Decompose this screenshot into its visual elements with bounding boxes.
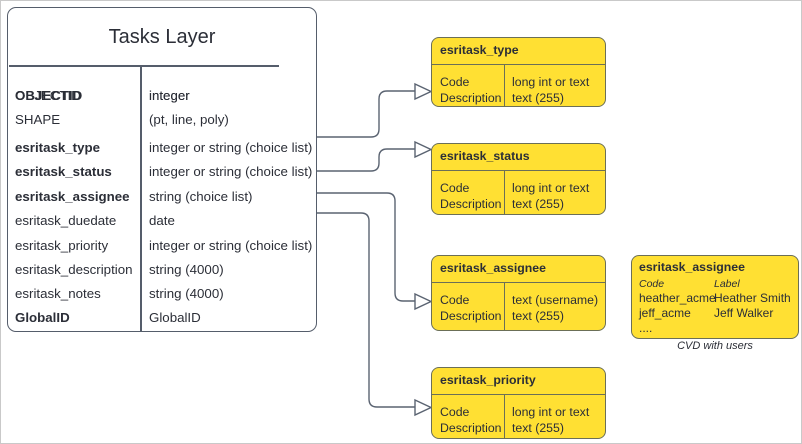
table-row-shape: SHAPE (pt, line, poly) — [8, 108, 316, 132]
domain-key: Description — [440, 197, 502, 211]
field-name: esritask_notes — [15, 286, 101, 301]
cvd-caption: CVD with users — [677, 340, 753, 352]
domain-value: text (username) — [512, 293, 599, 307]
domain-values: text (username) text (255) — [512, 292, 598, 324]
header-divider — [9, 65, 279, 67]
field-type: integer or string (choice list) — [149, 238, 313, 253]
domain-box-esritask-priority: esritask_priority Code Description long … — [431, 367, 606, 439]
domain-value: text (255) — [512, 309, 564, 323]
table-row-esritask-duedate: esritask_duedate date — [8, 209, 316, 233]
field-name: SHAPE — [15, 112, 61, 127]
cvd-assignee-box: esritask_assignee Code Label heather_acm… — [631, 255, 799, 339]
domain-values: long int or text text (255) — [512, 180, 589, 212]
domain-key: Description — [440, 91, 502, 105]
domain-key: Description — [440, 421, 502, 435]
connector-line-type — [317, 90, 415, 138]
table-row-esritask-description: esritask_description string (4000) — [8, 258, 316, 282]
field-name: GlobalID — [15, 310, 70, 325]
arrowhead-priority — [414, 398, 433, 417]
cvd-code: jeff_acme — [639, 306, 691, 320]
list-item: heather_acme Heather Smith — [632, 291, 798, 306]
field-name: esritask_status — [15, 164, 112, 179]
domain-value: text (255) — [512, 91, 564, 105]
domain-keys: Code Description — [440, 74, 502, 106]
domain-key: Code — [440, 405, 470, 419]
table-row-esritask-priority: esritask_priority integer or string (cho… — [8, 234, 316, 258]
arrowhead-status — [414, 140, 433, 159]
list-item-ellipsis: .... — [632, 321, 798, 336]
field-type: date — [149, 213, 175, 228]
field-type: (pt, line, poly) — [149, 112, 229, 127]
cvd-code: .... — [639, 321, 653, 335]
field-type: GlobalID — [149, 310, 201, 325]
domain-header-divider — [432, 170, 605, 172]
domain-value: text (255) — [512, 197, 564, 211]
table-row: OBJECTID integer — [8, 84, 316, 108]
domain-value: text (255) — [512, 421, 564, 435]
domain-keys: Code Description — [440, 180, 502, 212]
cvd-header-label: Label — [714, 278, 740, 290]
list-item: jeff_acme Jeff Walker — [632, 306, 798, 321]
domain-title: esritask_status — [440, 149, 530, 163]
field-name: esritask_type — [15, 140, 101, 155]
domain-header-divider — [432, 282, 605, 284]
field-type: integer — [149, 88, 190, 103]
domain-box-esritask-assignee: esritask_assignee Code Description text … — [431, 255, 606, 331]
table-row-esritask-assignee: esritask_assignee string (choice list) — [8, 185, 316, 209]
domain-title: esritask_type — [440, 43, 519, 57]
column-divider — [140, 65, 142, 331]
domain-header-divider — [432, 64, 605, 66]
domain-box-esritask-type: esritask_type Code Description long int … — [431, 37, 606, 107]
connector-line-status — [317, 148, 415, 172]
cvd-header-row: Code Label — [632, 277, 798, 292]
field-type: integer or string (choice list) — [149, 140, 313, 155]
field-type: string (choice list) — [149, 189, 253, 204]
cvd-title: esritask_assignee — [639, 260, 745, 274]
table-row-esritask-notes: esritask_notes string (4000) — [8, 282, 316, 306]
domain-column-divider — [504, 282, 506, 330]
domain-key: Code — [440, 293, 470, 307]
cvd-label: Heather Smith — [714, 291, 791, 305]
field-name: esritask_duedate — [15, 213, 117, 228]
domain-title: esritask_assignee — [440, 261, 546, 275]
table-row-esritask-type: esritask_type integer or string (choice … — [8, 136, 316, 160]
field-type: integer or string (choice list) — [149, 164, 313, 179]
domain-keys: Code Description — [440, 404, 502, 436]
domain-column-divider — [504, 394, 506, 438]
cvd-code: heather_acme — [639, 291, 716, 305]
field-name: esritask_assignee — [15, 189, 130, 204]
domain-value: long int or text — [512, 181, 590, 195]
domain-header-divider — [432, 394, 605, 396]
domain-key: Code — [440, 75, 470, 89]
cvd-label: Jeff Walker — [714, 306, 774, 320]
domain-values: long int or text text (255) — [512, 74, 589, 106]
tasks-layer-entity: Tasks Layer OBJECTID integer OBJECTID in… — [7, 7, 317, 332]
field-name: esritask_description — [15, 262, 133, 277]
domain-title: esritask_priority — [440, 373, 536, 387]
table-row-objectid: OBJECTID integer — [8, 84, 316, 108]
domain-keys: Code Description — [440, 292, 502, 324]
arrowhead-type — [414, 82, 433, 101]
page-title: Tasks Layer — [108, 26, 216, 48]
domain-values: long int or text text (255) — [512, 404, 589, 436]
domain-value: long int or text — [512, 405, 590, 419]
domain-column-divider — [504, 64, 506, 106]
field-type: integer — [149, 88, 190, 103]
domain-key: Description — [440, 309, 502, 323]
connector-line-priority — [317, 212, 415, 408]
field-type: string (4000) — [149, 262, 224, 277]
domain-box-esritask-status: esritask_status Code Description long in… — [431, 143, 606, 215]
domain-value: long int or text — [512, 75, 590, 89]
table-row-esritask-status: esritask_status integer or string (choic… — [8, 160, 316, 184]
arrowhead-assignee — [414, 292, 433, 311]
domain-key: Code — [440, 181, 470, 195]
field-name: esritask_priority — [15, 238, 109, 253]
field-name: OBJECTID — [15, 88, 83, 103]
field-name: OBJECTID — [15, 88, 81, 103]
domain-column-divider — [504, 170, 506, 214]
cvd-header-code: Code — [639, 278, 665, 290]
table-row-globalid: GlobalID GlobalID — [8, 306, 316, 330]
field-type: string (4000) — [149, 286, 224, 301]
connector-line-assignee — [317, 192, 415, 302]
